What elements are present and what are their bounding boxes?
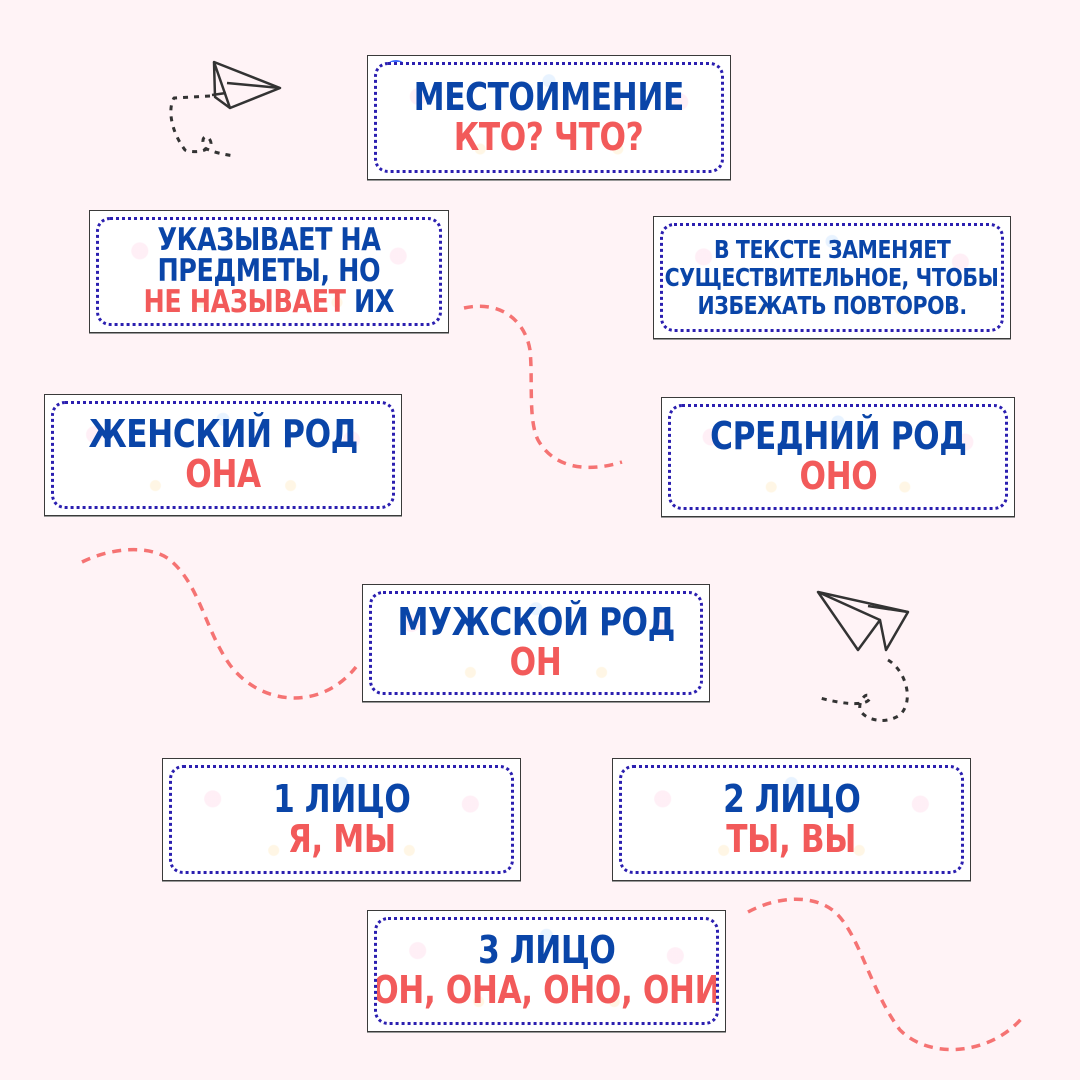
gender-label: СРЕДНИЙ РОД xyxy=(709,414,967,459)
person-label: 2 ЛИЦО xyxy=(722,776,861,821)
definition-left-line3: НЕ НАЗЫВАЕТ ИХ xyxy=(144,287,395,318)
person-label: 3 ЛИЦО xyxy=(477,928,616,973)
person-card-third: 3 ЛИЦО ОН, ОНА, ОНО, ОНИ xyxy=(367,910,726,1032)
person-pronouns: Я, МЫ xyxy=(287,816,396,861)
header-question: КТО? ЧТО? xyxy=(454,114,644,159)
gender-card-neuter: СРЕДНИЙ РОД ОНО xyxy=(661,397,1015,517)
person-card-second: 2 ЛИЦО ТЫ, ВЫ xyxy=(612,758,971,881)
definition-right-line2: СУЩЕСТВИТЕЛЬНОЕ, ЧТОБЫ xyxy=(665,262,999,292)
header-card: МЕСТОИМЕНИЕ КТО? ЧТО? xyxy=(367,55,731,180)
definition-card-left: УКАЗЫВАЕТ НА ПРЕДМЕТЫ, НО НЕ НАЗЫВАЕТ ИХ xyxy=(89,210,449,333)
gender-pronoun: ОНА xyxy=(185,452,261,496)
definition-left-line3-blue: ИХ xyxy=(354,284,395,320)
gender-label: ЖЕНСКИЙ РОД xyxy=(88,412,358,457)
header-title: МЕСТОИМЕНИЕ xyxy=(413,74,685,119)
dashed-curve-top xyxy=(463,304,623,470)
definition-left-line3-red: НЕ НАЗЫВАЕТ xyxy=(143,284,346,320)
dashed-curve-bottom xyxy=(747,897,1024,1052)
paper-plane-icon-bottom xyxy=(816,590,910,722)
definition-left-line2: ПРЕДМЕТЫ, НО xyxy=(157,253,381,289)
gender-label: МУЖСКОЙ РОД xyxy=(397,600,675,645)
person-pronouns: ТЫ, ВЫ xyxy=(726,816,857,861)
definition-left-line1: УКАЗЫВАЕТ НА xyxy=(157,222,381,258)
dashed-curve-middle xyxy=(81,548,358,700)
gender-pronoun: ОНО xyxy=(799,454,877,498)
definition-right-line1: В ТЕКСТЕ ЗАМЕНЯЕТ xyxy=(713,234,951,264)
gender-card-feminine: ЖЕНСКИЙ РОД ОНА xyxy=(44,394,402,516)
definition-card-right: В ТЕКСТЕ ЗАМЕНЯЕТ СУЩЕСТВИТЕЛЬНОЕ, ЧТОБЫ… xyxy=(653,216,1011,339)
person-label: 1 ЛИЦО xyxy=(272,776,411,821)
person-card-first: 1 ЛИЦО Я, МЫ xyxy=(162,758,521,881)
person-pronouns: ОН, ОНА, ОНО, ОНИ xyxy=(374,968,719,1012)
gender-card-masculine: МУЖСКОЙ РОД ОН xyxy=(362,584,710,702)
definition-right-line3: ИЗБЕЖАТЬ ПОВТОРОВ. xyxy=(697,290,967,320)
paper-plane-icon-top xyxy=(169,60,282,158)
gender-pronoun: ОН xyxy=(510,640,562,684)
